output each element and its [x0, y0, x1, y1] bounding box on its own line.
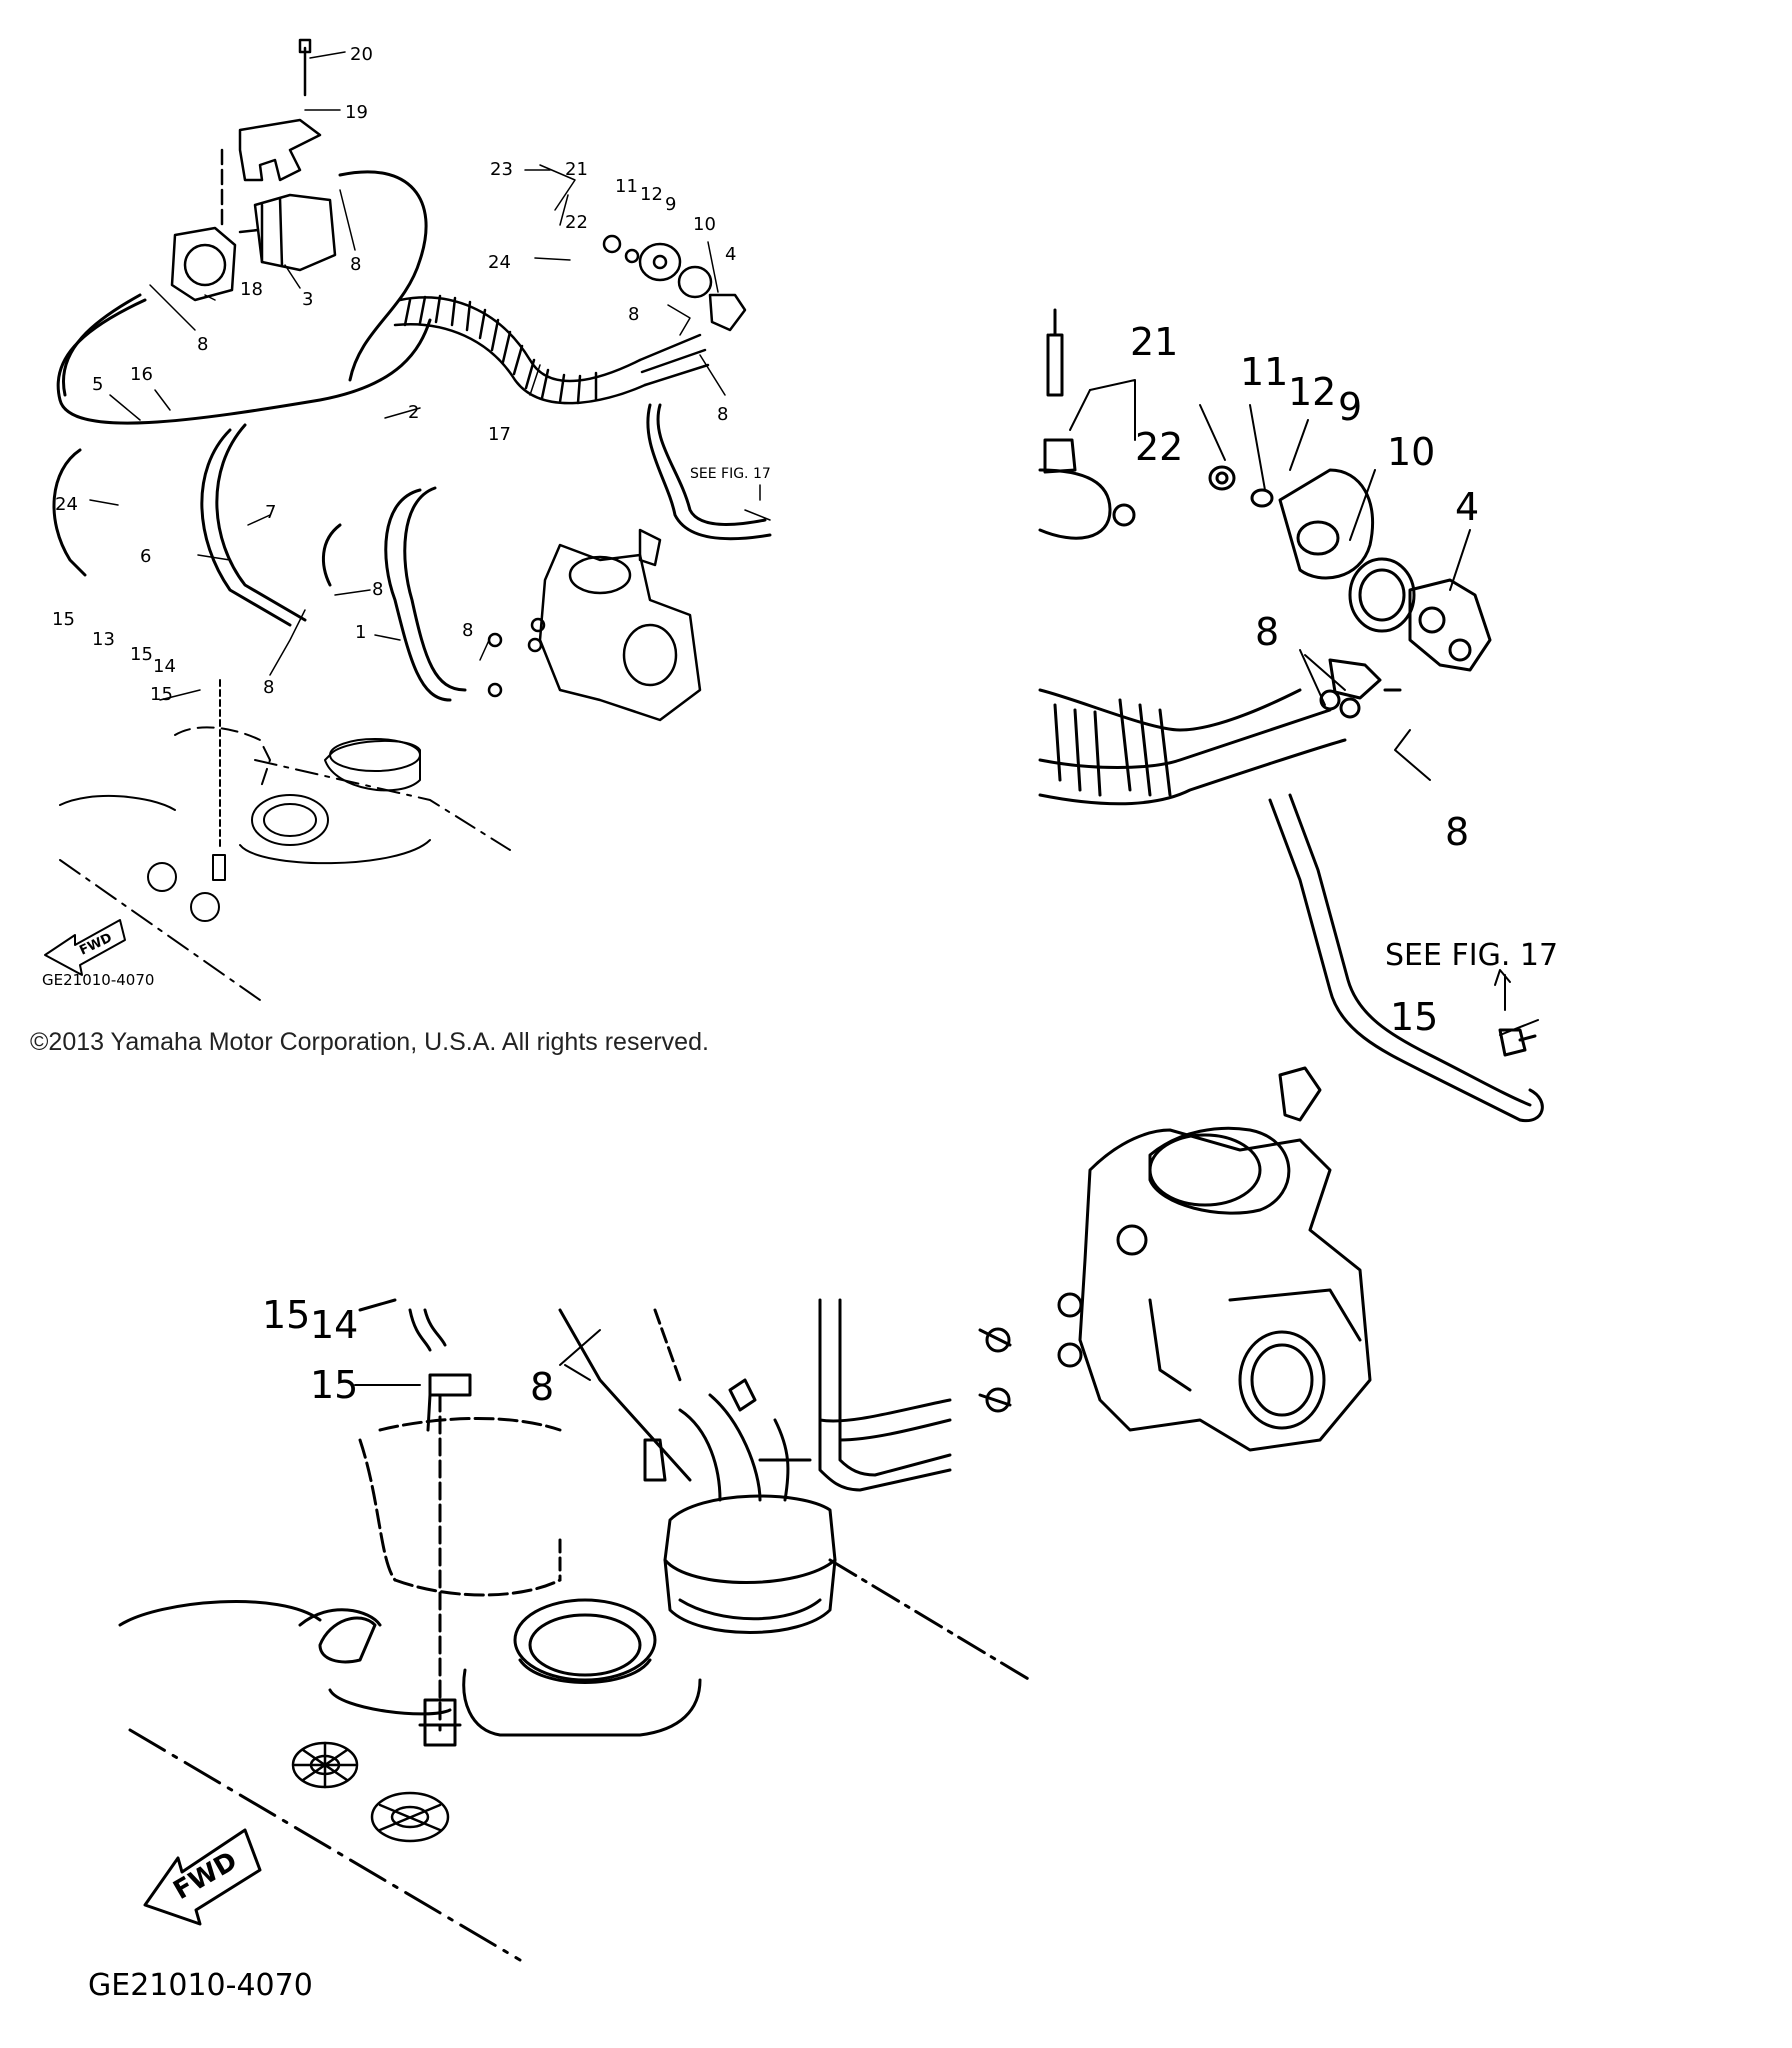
callout-8e: 8: [372, 579, 383, 600]
callout-7: 7: [265, 502, 276, 523]
regulator-parts: [602, 234, 747, 332]
zoom-callout-21: 21: [1130, 320, 1178, 364]
zoom-callout-22: 22: [1135, 425, 1183, 469]
callout-17: 17: [488, 424, 511, 445]
callout-8c: 8: [628, 304, 639, 325]
zoom-bottom-callouts: 15 14 15 8 GE21010-4070: [88, 1293, 554, 2003]
corrugated-hose: [393, 294, 710, 405]
callout-19: 19: [345, 102, 368, 123]
callout-9: 9: [665, 194, 676, 215]
callout-10: 10: [693, 214, 716, 235]
callout-23: 23: [490, 159, 513, 180]
overview-callouts: 20 19 3 8 18 8 23 21 22 24 11 12 9 10 4 …: [42, 44, 771, 989]
callout-15c: 15: [150, 684, 173, 705]
callout-12: 12: [640, 184, 663, 205]
zoom-callout-11: 11: [1240, 350, 1288, 394]
callout-13: 13: [92, 629, 115, 650]
zoom-callout-15b: 15: [310, 1363, 358, 1407]
zoom-throttle-body: [978, 1066, 1372, 1452]
callout-11: 11: [615, 176, 638, 197]
see-fig-zoom: SEE FIG. 17: [1385, 938, 1558, 973]
callout-14: 14: [153, 656, 176, 677]
zoom-callout-8: 8: [530, 1365, 554, 1409]
callout-8d: 8: [717, 404, 728, 425]
callout-4: 4: [725, 244, 736, 265]
callout-8g: 8: [263, 677, 274, 698]
zoom-top-right: 21 11 12 9 10 22 4 8 8 15 SEE FIG. 17: [978, 308, 1558, 1452]
zoom-callout-15: 15: [1390, 995, 1438, 1039]
fwd-label: FWD: [77, 931, 114, 959]
zoom-callout-12: 12: [1288, 370, 1336, 414]
callout-24b: 24: [55, 494, 78, 515]
zoom-grommets: [291, 1741, 450, 1843]
zoom-bottom-drawing: [118, 1298, 1032, 1962]
zoom-top-drawing: [1038, 308, 1544, 1123]
callout-15a: 15: [52, 609, 75, 630]
zoom-callout-8a: 8: [1255, 610, 1279, 654]
callout-22: 22: [565, 212, 588, 233]
fuel-hoses: [52, 170, 772, 702]
zoom-callout-8b: 8: [1445, 810, 1469, 854]
fuel-filter-assembly: [170, 38, 337, 302]
see-fig-overview: SEE FIG. 17: [690, 466, 771, 482]
zoom-callout-10: 10: [1387, 430, 1435, 474]
callout-3: 3: [302, 289, 313, 310]
callout-5: 5: [92, 374, 103, 395]
zoom-callout-15a: 15: [262, 1293, 310, 1337]
leader-lines: [89, 51, 771, 701]
callout-8a: 8: [350, 254, 361, 275]
fwd-arrow-overview: FWD: [44, 919, 126, 976]
copyright-notice: ©2013 Yamaha Motor Corporation, U.S.A. A…: [30, 1028, 709, 1056]
zoom-top-callouts: 21 11 12 9 10 22 4 8 8 15 SEE FIG. 17: [1130, 320, 1558, 1039]
callout-24a: 24: [488, 252, 511, 273]
callout-16: 16: [130, 364, 153, 385]
callout-8f: 8: [462, 620, 473, 641]
callout-15b: 15: [130, 644, 153, 665]
fuel-tank: [59, 679, 511, 1001]
zoom-bottom: FWD 15 14 15 8 GE21010-4070: [88, 1293, 1032, 2003]
callout-8b: 8: [197, 334, 208, 355]
part-code-zoom: GE21010-4070: [88, 1968, 313, 2003]
callout-2: 2: [408, 402, 419, 423]
callout-6: 6: [140, 546, 151, 567]
fwd-arrow-zoom: FWD: [143, 1828, 262, 1926]
callout-20: 20: [350, 44, 373, 65]
callout-1: 1: [355, 622, 366, 643]
callout-21: 21: [565, 159, 588, 180]
throttle-body: [487, 528, 702, 722]
zoom-top-leaders: [1069, 379, 1539, 1036]
zoom-callout-9: 9: [1338, 385, 1362, 429]
overview-diagram: FWD 20 19 3 8 18 8 23: [42, 38, 772, 1001]
part-code-overview: GE21010-4070: [42, 971, 154, 989]
zoom-bottom-leaders: [354, 1329, 601, 1386]
zoom-callout-14: 14: [310, 1303, 358, 1347]
callout-18: 18: [240, 279, 263, 300]
zoom-callout-4: 4: [1455, 485, 1479, 529]
